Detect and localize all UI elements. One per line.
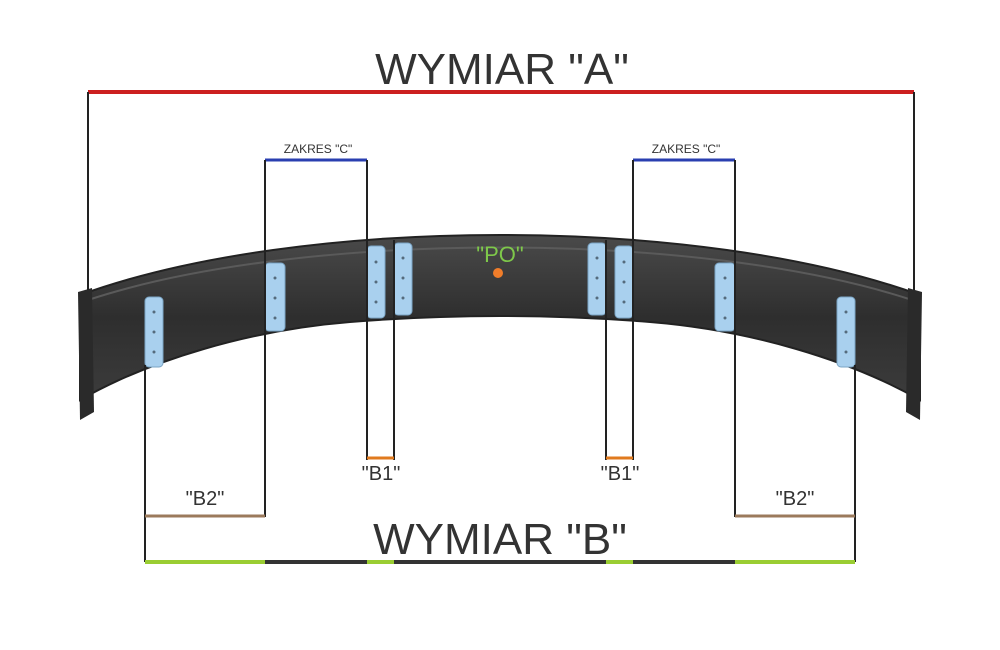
b2-right: "B2"	[735, 365, 856, 562]
b1-right: "B1"	[601, 240, 640, 485]
range-c-right-label: ZAKRES "C"	[652, 142, 721, 156]
dimension-b: WYMIAR "B"	[145, 515, 855, 564]
b2-left-label: "B2"	[186, 488, 225, 510]
po-center-point: "PO"	[476, 242, 524, 278]
b2-right-label: "B2"	[776, 488, 815, 510]
b1-left-label: "B1"	[362, 463, 401, 485]
range-c-right: ZAKRES "C"	[632, 142, 736, 517]
b1-right-label: "B1"	[601, 463, 640, 485]
spoiler-body	[79, 234, 921, 402]
range-c-left-label: ZAKRES "C"	[284, 142, 353, 156]
dimension-b-label: WYMIAR "B"	[373, 515, 627, 564]
dimension-a: WYMIAR "A"	[87, 45, 915, 290]
dimension-a-label: WYMIAR "A"	[375, 45, 629, 94]
b2-left: "B2"	[144, 365, 265, 562]
end-cap-left	[78, 288, 94, 420]
spoiler-top-edge	[87, 246, 913, 301]
b1-left: "B1"	[362, 240, 401, 485]
po-dot	[493, 268, 503, 278]
bracket-holes	[152, 256, 848, 354]
range-c-left: ZAKRES "C"	[264, 142, 368, 517]
po-label: "PO"	[476, 242, 523, 267]
end-cap-right	[906, 288, 922, 420]
